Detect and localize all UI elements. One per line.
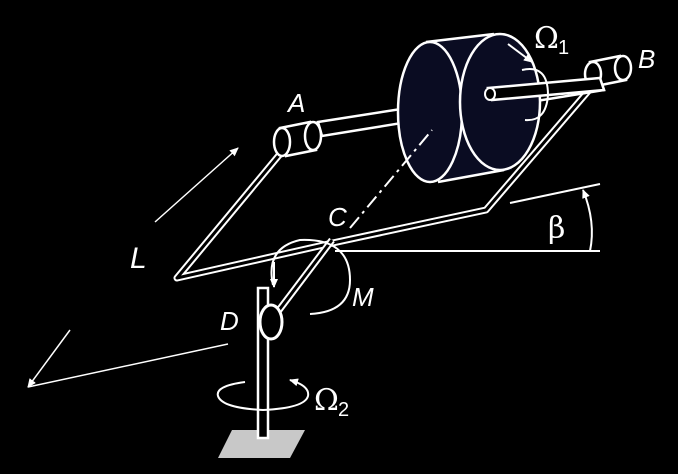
svg-text:Ω: Ω <box>534 21 559 56</box>
label-beta: β <box>548 211 565 246</box>
shaft-end-cap <box>484 87 496 101</box>
label-omega2: Ω 2 <box>314 383 349 421</box>
label-c: C <box>328 202 347 232</box>
omega2-rotation-arrow <box>216 378 310 412</box>
label-d: D <box>220 306 239 336</box>
label-m: M <box>352 282 374 312</box>
length-extension-line <box>27 343 229 388</box>
label-l: L <box>130 242 147 275</box>
arm-cd-inner <box>268 239 334 323</box>
inclined-reference-line <box>509 183 601 204</box>
moment-arc-arrow <box>270 238 352 315</box>
length-dimension-line-upper <box>154 147 239 223</box>
svg-text:1: 1 <box>558 37 569 59</box>
label-a: A <box>286 88 305 118</box>
vertical-post <box>256 286 270 440</box>
beta-angle-arc <box>582 189 593 252</box>
label-omega1: Ω 1 <box>534 21 569 59</box>
base-plate <box>218 430 305 458</box>
bearing-a <box>272 120 323 158</box>
center-line-c <box>349 129 433 229</box>
label-b: B <box>638 44 655 74</box>
length-dimension-line <box>27 329 71 388</box>
rotor-disk <box>396 32 542 184</box>
omega1-rotation-arrow <box>521 68 550 122</box>
joint-d <box>258 303 284 341</box>
omega1-arrow-tip <box>507 43 533 63</box>
svg-text:2: 2 <box>338 399 349 421</box>
svg-text:Ω: Ω <box>314 383 339 418</box>
